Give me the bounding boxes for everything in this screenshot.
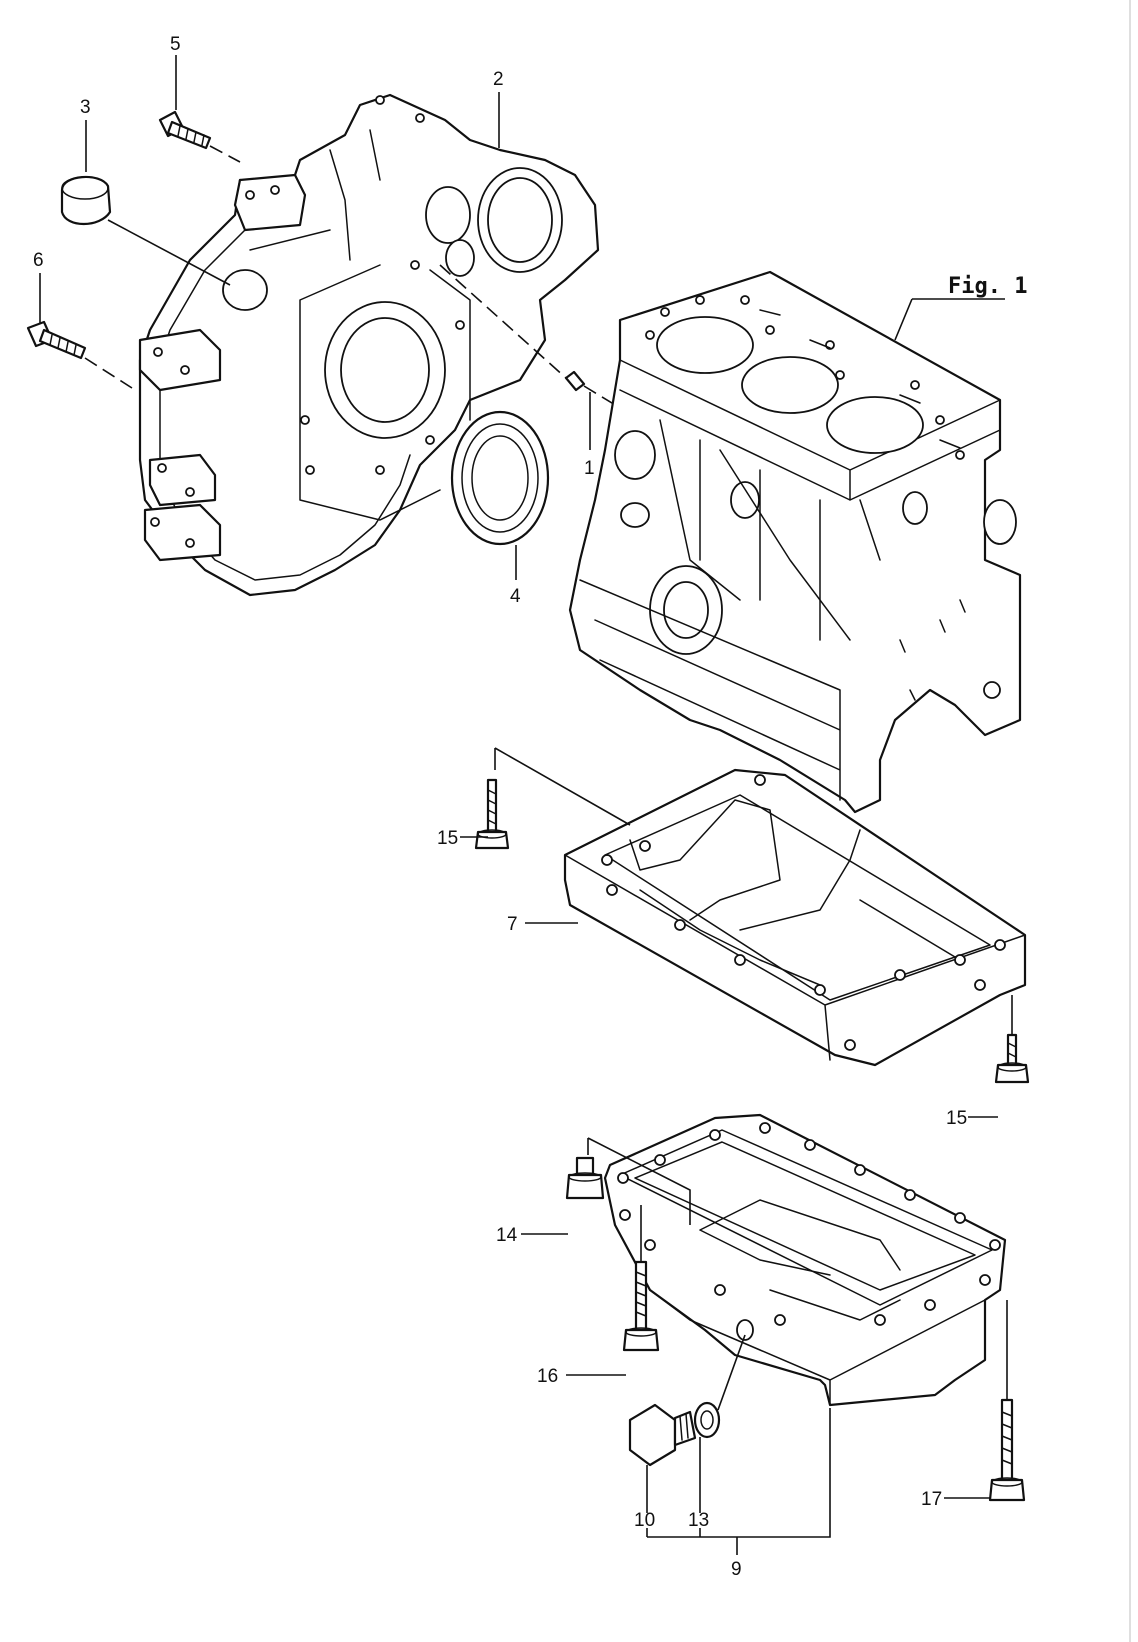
callout-13: 13 bbox=[688, 1510, 709, 1531]
callout-15-lower: 15 bbox=[946, 1108, 967, 1129]
leader-15-upper bbox=[494, 747, 631, 826]
oil-seal bbox=[450, 410, 550, 546]
callout-4: 4 bbox=[510, 586, 521, 607]
callout-10: 10 bbox=[634, 1510, 655, 1531]
callout-1: 1 bbox=[584, 458, 595, 479]
bolt-17 bbox=[988, 1398, 1026, 1502]
drain-washer bbox=[693, 1401, 721, 1439]
callout-leaders bbox=[39, 55, 1005, 1555]
bolt-5 bbox=[158, 110, 212, 150]
flywheel-housing bbox=[138, 93, 600, 597]
callout-17: 17 bbox=[921, 1489, 942, 1510]
callout-15-upper: 15 bbox=[437, 828, 458, 849]
dowel-pin bbox=[564, 370, 586, 392]
callout-14: 14 bbox=[496, 1225, 518, 1246]
bolt-15-upper bbox=[474, 778, 510, 850]
callout-16: 16 bbox=[537, 1366, 558, 1387]
rubber-cap bbox=[60, 175, 112, 225]
callout-9: 9 bbox=[731, 1559, 742, 1580]
callout-2: 2 bbox=[493, 69, 504, 90]
bolt-6 bbox=[26, 320, 87, 360]
oil-pan-lower bbox=[603, 1113, 1007, 1407]
callout-5: 5 bbox=[170, 34, 181, 55]
bolt-14 bbox=[565, 1156, 605, 1200]
callout-7: 7 bbox=[507, 914, 518, 935]
bolt-16 bbox=[622, 1260, 660, 1352]
leader-14 bbox=[587, 1137, 691, 1225]
leader-3-to-housing bbox=[107, 219, 231, 286]
cylinder-block bbox=[568, 270, 1022, 814]
bolt-15-lower bbox=[994, 1033, 1030, 1084]
oil-pan-upper bbox=[563, 768, 1027, 1067]
drain-plug bbox=[628, 1403, 697, 1467]
callout-6: 6 bbox=[33, 250, 44, 271]
callout-3: 3 bbox=[80, 97, 91, 118]
figure-label: Fig. 1 bbox=[948, 274, 1027, 299]
